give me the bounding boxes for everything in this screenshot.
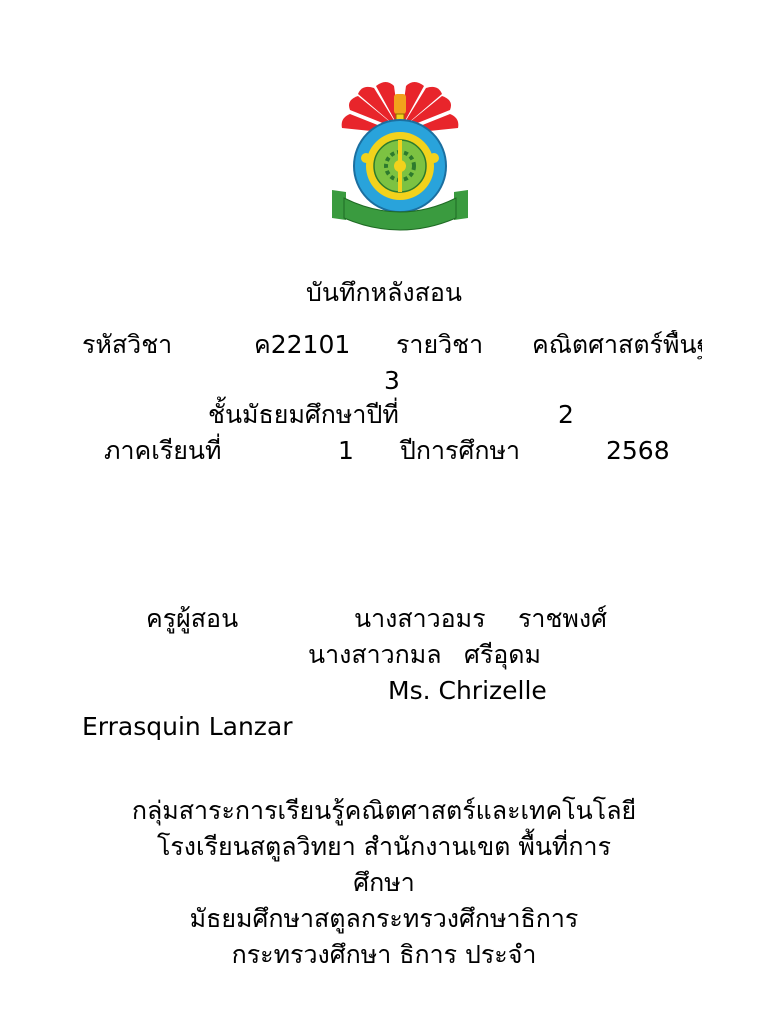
teacher-name-3b: Errasquin Lanzar [82, 712, 293, 741]
school-line-cont: ศึกษา [353, 868, 415, 897]
school-line: โรงเรียนสตูลวิทยา สำนักงานเขต พื้นที่การ [156, 832, 612, 861]
school-emblem-logo [332, 82, 468, 231]
teacher-name-3a: Ms. Chrizelle [388, 676, 547, 705]
ribbon-banner [332, 190, 468, 231]
department-line: กลุ่มสาระการเรียนรู้คณิตศาสตร์และเทคโนโล… [131, 796, 637, 825]
term-value: 1 [338, 436, 354, 465]
office-line: มัธยมศึกษาสตูลกระทรวงศึกษาธิการ [189, 904, 579, 933]
teacher-name-2a: นางสาวกมล [308, 640, 442, 669]
subject-value: คณิตศาสตร์พื้นฐาน 3 [532, 330, 702, 359]
year-label: ปีการศึกษา [400, 436, 520, 465]
gear-icon [384, 140, 416, 192]
teacher-label: ครูผู้สอน [146, 604, 239, 633]
teacher-name-1b: ราชพงศ์ [518, 604, 607, 633]
level-label: ชั้นมัธยมศึกษาปีที่ [208, 400, 399, 429]
subject-level-number: 3 [384, 366, 400, 395]
ministry-line: กระทรวงศึกษา ธิการ ประจำ [231, 940, 537, 969]
year-value: 2568 [606, 436, 670, 465]
teacher-name-2b: ศรีอุดม [464, 640, 542, 669]
level-value: 2 [558, 400, 574, 429]
term-label: ภาคเรียนที่ [104, 436, 222, 465]
subject-label: รายวิชา [396, 330, 484, 359]
course-code-label: รหัสวิชา [82, 330, 173, 359]
document-title: บันทึกหลังสอน [306, 278, 462, 307]
teacher-name-1a: นางสาวอมร [354, 604, 486, 633]
course-code-value: ค22101 [254, 330, 351, 359]
